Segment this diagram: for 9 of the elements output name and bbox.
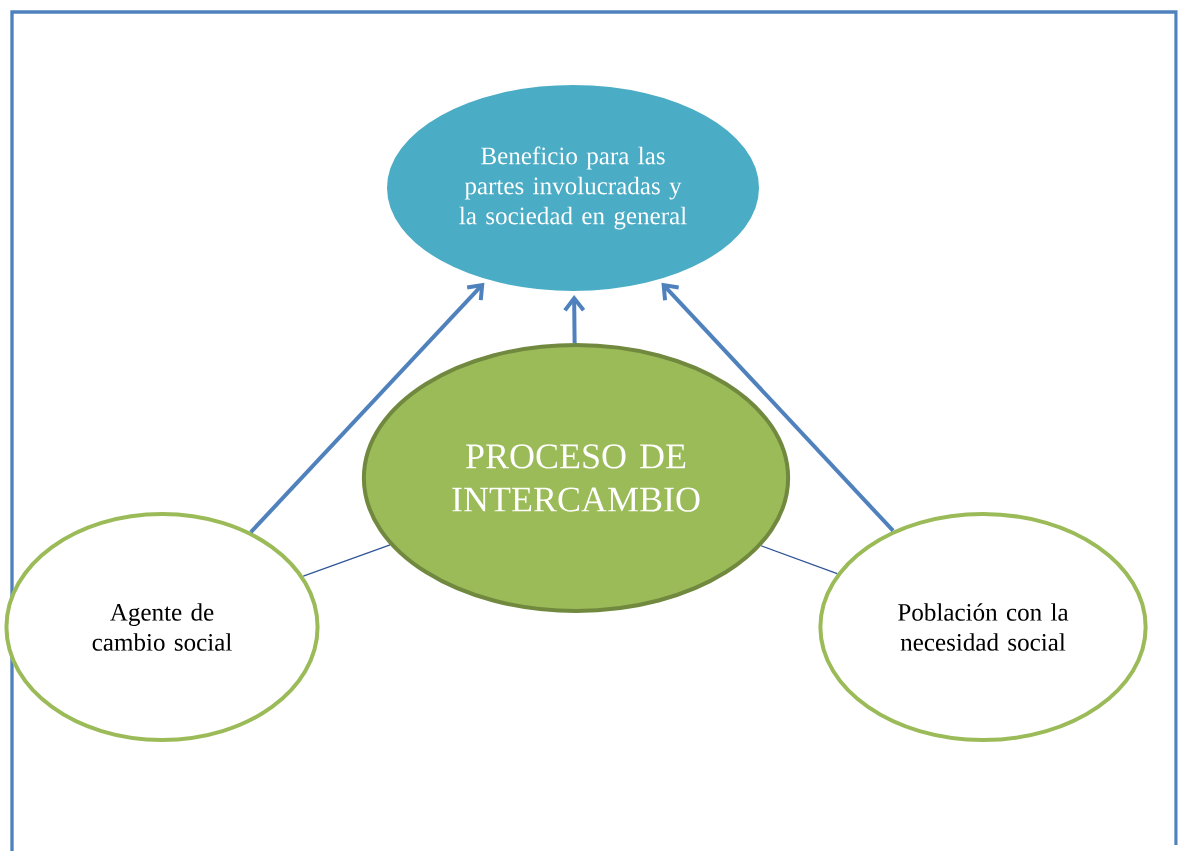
arrow xyxy=(249,282,485,534)
connector-line xyxy=(760,545,838,575)
ellipse-node: Agente de cambio social xyxy=(4,512,320,742)
arrow xyxy=(563,295,586,344)
ellipse-node: Beneficio para las partes involucradas y la sociedad en general xyxy=(383,81,763,295)
ellipse-node: PROCESO DE INTERCAMBIO xyxy=(361,343,791,613)
arrow xyxy=(661,282,895,533)
connector-line xyxy=(302,544,391,577)
ellipse-node: Población con la necesidad social xyxy=(818,512,1148,742)
